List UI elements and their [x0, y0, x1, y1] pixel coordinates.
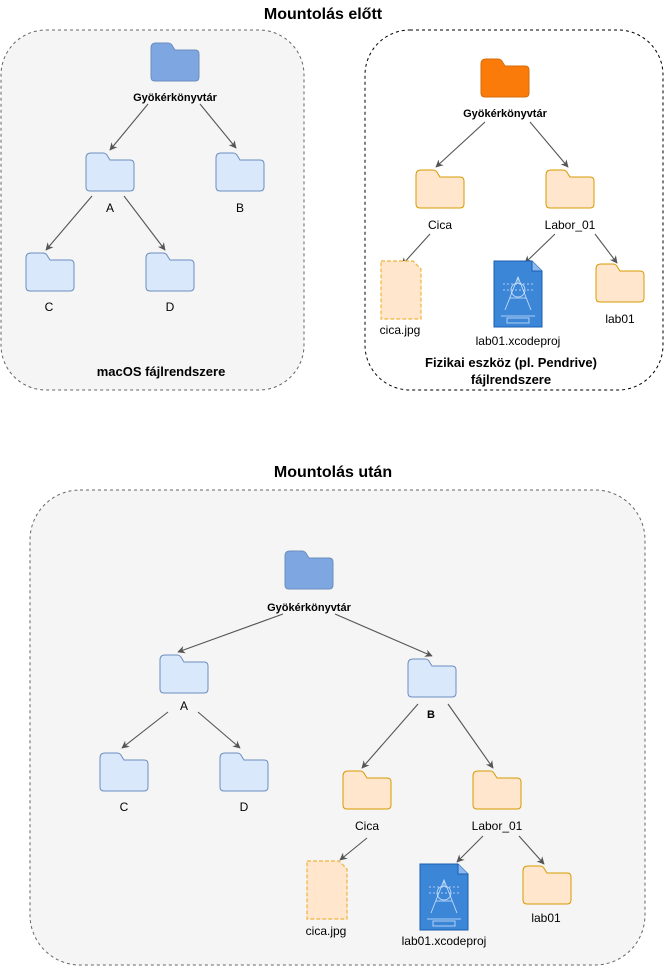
device-caption-line1: Fizikai eszköz (pl. Pendrive) [425, 355, 597, 370]
folder-cica-label: Cica [428, 218, 452, 232]
device-caption-line2: fájlrendszere [471, 372, 551, 387]
after-folder-a-label: A [180, 699, 188, 713]
after-xcodeproj-label: lab01.xcodeproj [402, 934, 487, 948]
edges-device [401, 121, 618, 266]
file-icon[interactable] [380, 260, 422, 320]
macos-filesystem-panel [0, 29, 305, 391]
folder-labor-label: Labor_01 [545, 218, 596, 232]
after-folder-d-label: D [240, 800, 249, 814]
folder-a-label: A [106, 201, 114, 215]
title-before: Mountolás előtt [264, 6, 383, 23]
device-filesystem-panel [364, 29, 664, 391]
folder-d-label: D [166, 300, 175, 314]
after-folder-labor-label: Labor_01 [472, 819, 523, 833]
after-root-label: Gyökérkönyvtár [267, 602, 351, 614]
macos-caption: macOS fájlrendszere [97, 364, 226, 379]
after-folder-cica-label: Cica [355, 819, 379, 833]
folder-b-label: B [236, 201, 244, 215]
xcode-project-icon[interactable] [493, 260, 543, 328]
edges-macos [45, 103, 237, 251]
file-icon[interactable] [306, 860, 348, 920]
mounted-filesystem-panel [29, 489, 646, 966]
edges-after [121, 613, 545, 865]
after-file-cica-label: cica.jpg [306, 924, 347, 938]
title-after: Mountolás után [274, 464, 392, 481]
file-cica-label: cica.jpg [380, 323, 421, 337]
device-root-label: Gyökérkönyvtár [463, 108, 547, 120]
after-folder-c-label: C [120, 800, 129, 814]
after-folder-b-label: B [427, 709, 435, 721]
xcode-project-icon[interactable] [419, 863, 469, 931]
folder-c-label: C [45, 300, 54, 314]
root-label: Gyökérkönyvtár [133, 92, 217, 104]
after-folder-lab01-label: lab01 [531, 911, 561, 925]
folder-lab01-label: lab01 [605, 312, 635, 326]
xcodeproj-label: lab01.xcodeproj [476, 334, 561, 348]
